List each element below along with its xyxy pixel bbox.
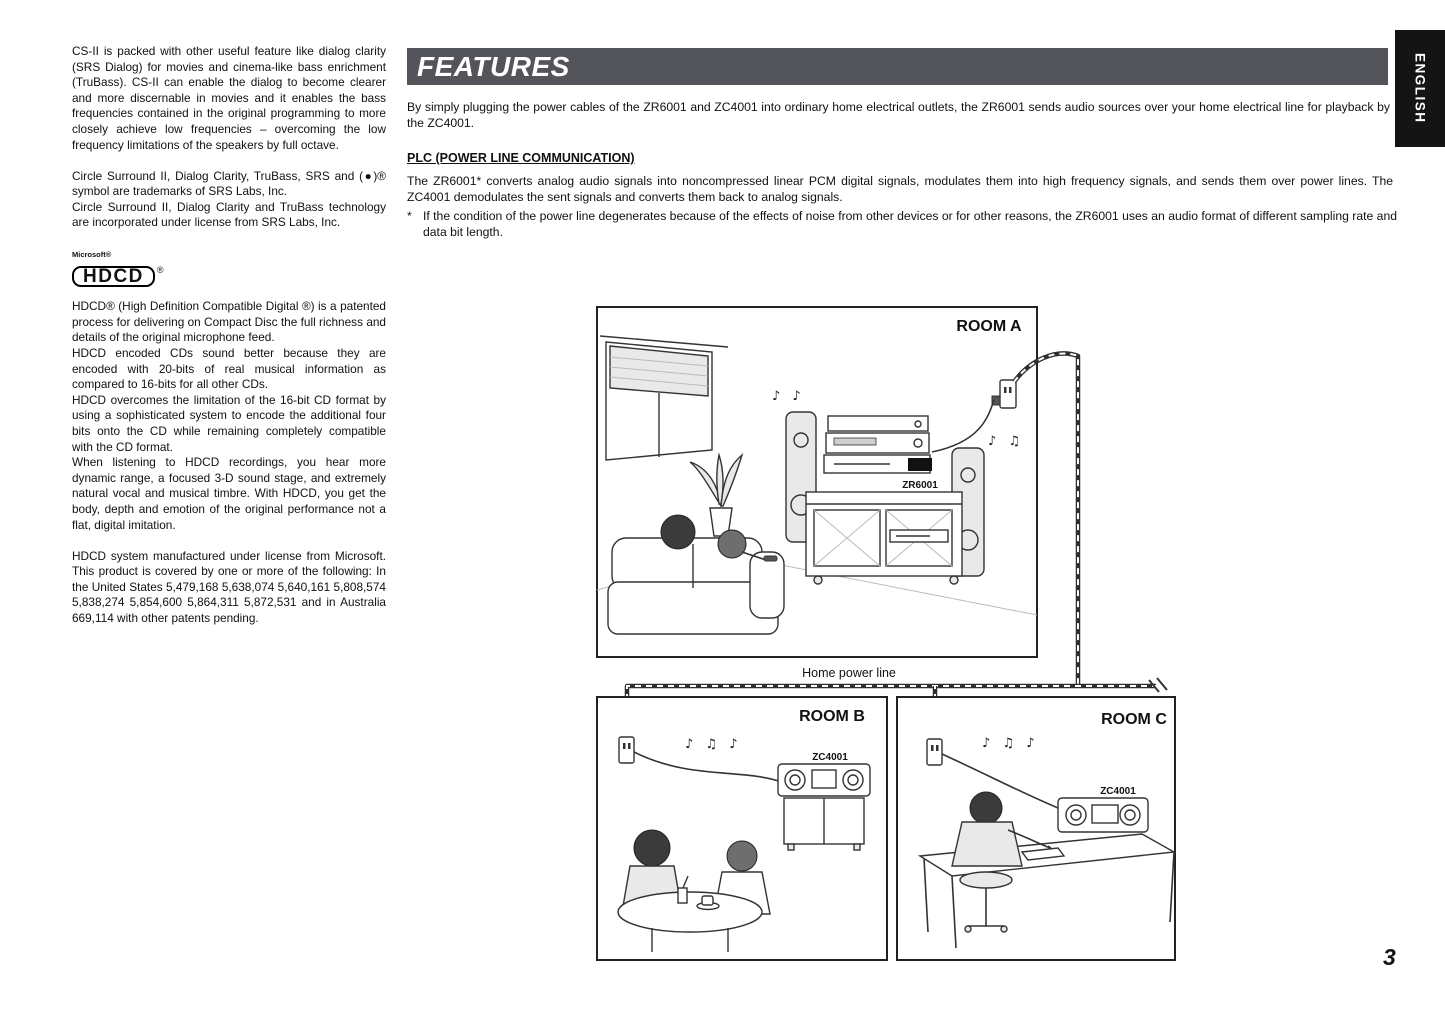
remote-control-icon [763,555,778,562]
power-line-diagram: ROOM A [590,300,1185,980]
stereo-system [823,415,932,474]
power-cord-b [633,751,783,783]
hdcd-logo: Microsoft® HDCD ® [72,247,386,288]
page-number: 3 [1383,944,1396,970]
audio-cable [931,399,995,453]
zr6001-label: ZR6001 [902,480,938,491]
brand-badge [908,458,932,471]
hdcd-logo-row: HDCD ® [72,264,386,288]
diagram-svg: ROOM A [596,306,1177,961]
wall-outlet-a [991,379,1017,409]
arm [1007,829,1051,849]
paragraph-hdcd-patents: HDCD system manufactured under license f… [72,548,386,625]
paragraph-srs-trademarks: Circle Surround II, Dialog Clarity, TruB… [72,168,386,199]
room-a: ROOM A [596,306,1038,658]
person-woman-a [660,514,696,550]
zc4001-label-b: ZC4001 [812,752,848,763]
footnote-text: If the condition of the power line degen… [423,209,1397,239]
left-column: CS-II is packed with other useful featur… [72,44,386,627]
microsoft-label: Microsoft® [72,250,112,260]
arm [741,551,767,561]
boombox-c [1057,797,1149,833]
paragraph-cs2: CS-II is packed with other useful featur… [72,44,386,152]
coffee-cup-icon [696,895,720,911]
language-tab: ENGLISH [1395,30,1445,147]
room-b-label: ROOM B [799,708,865,725]
language-tab-label: ENGLISH [1412,53,1428,124]
plug-icon [991,395,1001,406]
boombox-b [777,763,871,797]
paragraph-hdcd-2: HDCD encoded CDs sound better because th… [72,346,386,392]
hdcd-logo-text: HDCD [83,265,144,287]
wall-outlet-b [618,736,635,764]
office-chair [959,871,1013,933]
home-power-line-label: Home power line [802,666,896,680]
plc-body-text: The ZR6001* converts analog audio signal… [407,174,1393,204]
line-continuation-mark [1148,677,1168,693]
drink-glass-icon [677,875,689,904]
music-notes-a-right: ♪ ♫ [988,434,1024,449]
person-man-a [717,529,778,562]
plc-section-heading: PLC (POWER LINE COMMUNICATION) [407,151,635,165]
room-a-label: ROOM A [956,318,1022,335]
person-writing-c [951,791,1066,867]
room-c: ROOM C ♪ ♫ ♪ ZC4001 [896,696,1177,961]
av-cabinet [805,491,963,585]
paragraph-hdcd-1: HDCD® (High Definition Compatible Digita… [72,299,386,345]
features-intro-text: By simply plugging the power cables of t… [407,100,1390,130]
hdcd-logo-box: HDCD [72,265,155,288]
music-notes-b: ♪ ♫ ♪ [685,737,742,752]
hdcd-registered-mark: ® [156,264,164,275]
room-b: ROOM B ♪ ♫ ♪ ZC4001 [596,696,888,961]
wall-outlet-c [926,738,943,766]
page-title: FEATURES [417,50,570,82]
music-notes-c: ♪ ♫ ♪ [982,736,1039,751]
paragraph-hdcd-3: HDCD overcomes the limitation of the 16-… [72,392,386,454]
plant-icon [689,452,744,537]
features-header-bar: FEATURES [407,48,1388,85]
round-table [617,891,763,952]
plc-footnote: * If the condition of the power line deg… [407,208,1397,240]
zc4001-label-c: ZC4001 [1100,786,1136,797]
couch [607,537,785,635]
window [599,335,729,461]
room-c-label: ROOM C [1101,711,1167,728]
power-cord-c [941,753,1059,809]
footnote-asterisk: * [407,209,412,223]
paragraph-hdcd-4: When listening to HDCD recordings, you h… [72,455,386,532]
side-cabinet-b [783,797,865,851]
music-notes-a-left: ♪ ♪ [772,389,805,404]
paper-icon [1020,847,1066,861]
paragraph-srs-license: Circle Surround II, Dialog Clarity and T… [72,199,386,230]
